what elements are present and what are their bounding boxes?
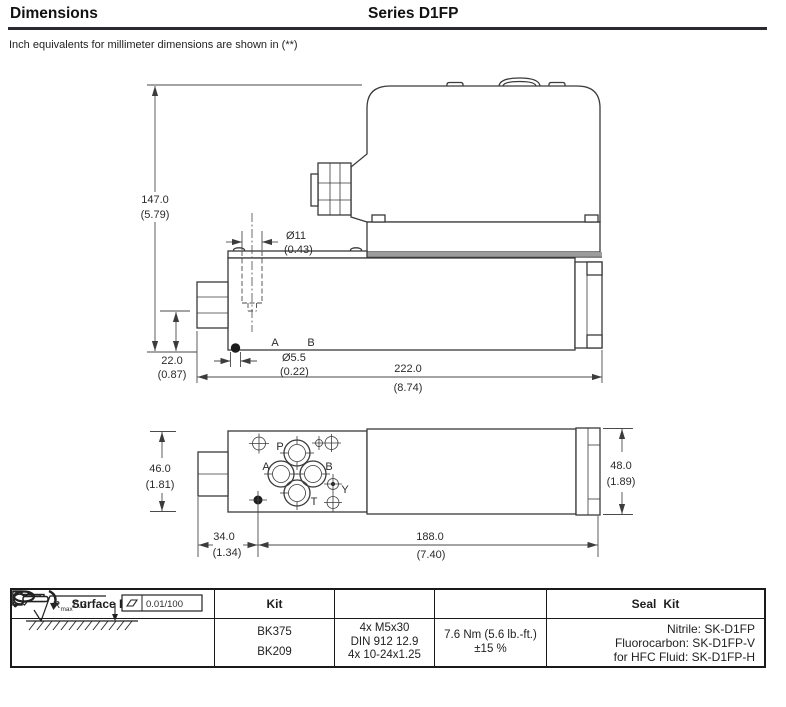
bolts-cell: 4x M5x30 DIN 912 12.9 4x 10-24x1.25	[335, 619, 435, 666]
dim-222-in: (8.74)	[394, 382, 423, 394]
dim-height-46: 46.0 (1.81)	[146, 431, 176, 512]
top-tab-right	[548, 81, 566, 86]
dim-147-mm: 147.0	[141, 194, 169, 206]
mounting-plate	[366, 214, 602, 258]
dim-override-22: 22.0 (0.87)	[158, 310, 190, 381]
series-title: Series D1FP	[368, 5, 459, 22]
dim-length-222: 222.0 (8.74)	[196, 331, 603, 394]
dim-34-mm: 34.0	[213, 531, 234, 543]
dim-147-in: (5.79)	[141, 209, 170, 221]
bottom-view-drawing: P A B T Y 46.0 (1.81) 34.0 (1.34)	[146, 427, 636, 561]
solenoid-block	[366, 428, 577, 515]
header-rule	[8, 27, 767, 30]
col-seal-kit-header: Seal Kit	[12, 590, 764, 619]
seal-label: Seal	[631, 597, 657, 611]
label-port-a: A	[262, 461, 270, 473]
gasket-band	[367, 252, 602, 257]
torque-tolerance: ±15 %	[474, 642, 507, 655]
seal-kit-cell: Nitrile: SK-D1FP Fluorocarbon: SK-D1FP-V…	[547, 619, 764, 666]
label-port-b: B	[325, 461, 332, 473]
dim-o11-mm: Ø11	[286, 230, 306, 242]
bolt-spec: 4x 10-24x1.25	[348, 649, 421, 662]
bolt-spec: DIN 912 12.9	[350, 635, 419, 648]
bolt-kit-item: BK209	[257, 645, 292, 658]
dim-hole-11: Ø11 (0.43)	[226, 230, 313, 256]
locating-pin	[230, 343, 241, 353]
dim-o11-in: (0.43)	[284, 244, 313, 256]
surface-finish-symbol: R max 6.3 0.01/100	[26, 594, 203, 631]
end-cap	[574, 261, 603, 349]
label-port-p: P	[276, 441, 283, 453]
dimension-drawings: 147.0 (5.79) 22.0 (0.87) 222.0 (8.74)	[141, 77, 636, 561]
bolt-kit-label: Kit	[266, 597, 283, 611]
dim-46-mm: 46.0	[149, 463, 170, 475]
enclosure-outline	[350, 85, 601, 223]
end-cap-bottom	[575, 427, 601, 516]
top-cap-dome-inner	[502, 80, 537, 87]
dim-188-in: (7.40)	[417, 549, 446, 561]
side-view-drawing: 147.0 (5.79) 22.0 (0.87) 222.0 (8.74)	[141, 77, 603, 394]
page-title: Dimensions	[10, 5, 98, 22]
hex-nut	[196, 281, 229, 329]
top-cap-dome	[498, 77, 541, 87]
flatness-leader-arrow	[112, 614, 118, 621]
col-torque-header	[13, 590, 547, 619]
label-port-t: T	[311, 496, 318, 508]
dim-length-188: 188.0 (7.40)	[258, 516, 599, 561]
torque-value: 7.6 Nm (5.6 lb.-ft.)	[444, 629, 537, 641]
hex-nut-bottom	[197, 451, 229, 497]
surface-finish-cell: R max 6.3 0.01/100	[12, 594, 215, 666]
bolt-spec: 4x M5x30	[359, 622, 410, 635]
label-port-b-side: B	[307, 337, 314, 349]
hidden-hole	[241, 213, 263, 332]
dim-o55-in: (0.22)	[280, 366, 309, 378]
dim-offset-34: 34.0 (1.34)	[197, 491, 259, 559]
seal-kit-label: Kit	[663, 597, 680, 611]
dim-46-in: (1.81)	[146, 479, 175, 491]
dim-pin-5-5: Ø5.5 (0.22)	[214, 352, 309, 378]
dim-34-in: (1.34)	[213, 547, 242, 559]
seal-kit-item: Fluorocarbon: SK-D1FP-V	[614, 635, 755, 650]
dim-height-147: 147.0 (5.79)	[141, 84, 362, 353]
dim-22-in: (0.87)	[158, 369, 187, 381]
ported-block	[227, 430, 368, 513]
bolt-kit-item: BK375	[257, 625, 292, 638]
seal-kit-item: Nitrile: SK-D1FP	[666, 621, 755, 636]
col-bolts-header	[12, 590, 435, 619]
seal-kit-item: for HFC Fluid: SK-D1FP-H	[613, 649, 755, 664]
label-port-a-side: A	[271, 337, 279, 349]
connector	[310, 162, 352, 216]
dim-222-mm: 222.0	[394, 363, 422, 375]
inch-note: Inch equivalents for millimeter dimensio…	[9, 39, 298, 51]
label-port-y: Y	[341, 484, 349, 496]
dim-end-48: 48.0 (1.89)	[603, 428, 636, 515]
dim-188-mm: 188.0	[416, 531, 444, 543]
col-bolt-kit-header: Kit	[12, 590, 335, 619]
top-tab-left	[446, 81, 464, 86]
dim-48-in: (1.89)	[607, 476, 636, 488]
valve-body	[227, 257, 576, 351]
dim-22-mm: 22.0	[161, 355, 182, 367]
dim-o55-mm: Ø5.5	[282, 352, 306, 364]
spec-table: Surface Finish Kit	[10, 588, 766, 668]
dim-48-mm: 48.0	[610, 460, 631, 472]
bolt-kit-cell: BK375 BK209	[215, 619, 335, 666]
torque-cell: 7.6 Nm (5.6 lb.-ft.) ±15 %	[435, 619, 547, 666]
